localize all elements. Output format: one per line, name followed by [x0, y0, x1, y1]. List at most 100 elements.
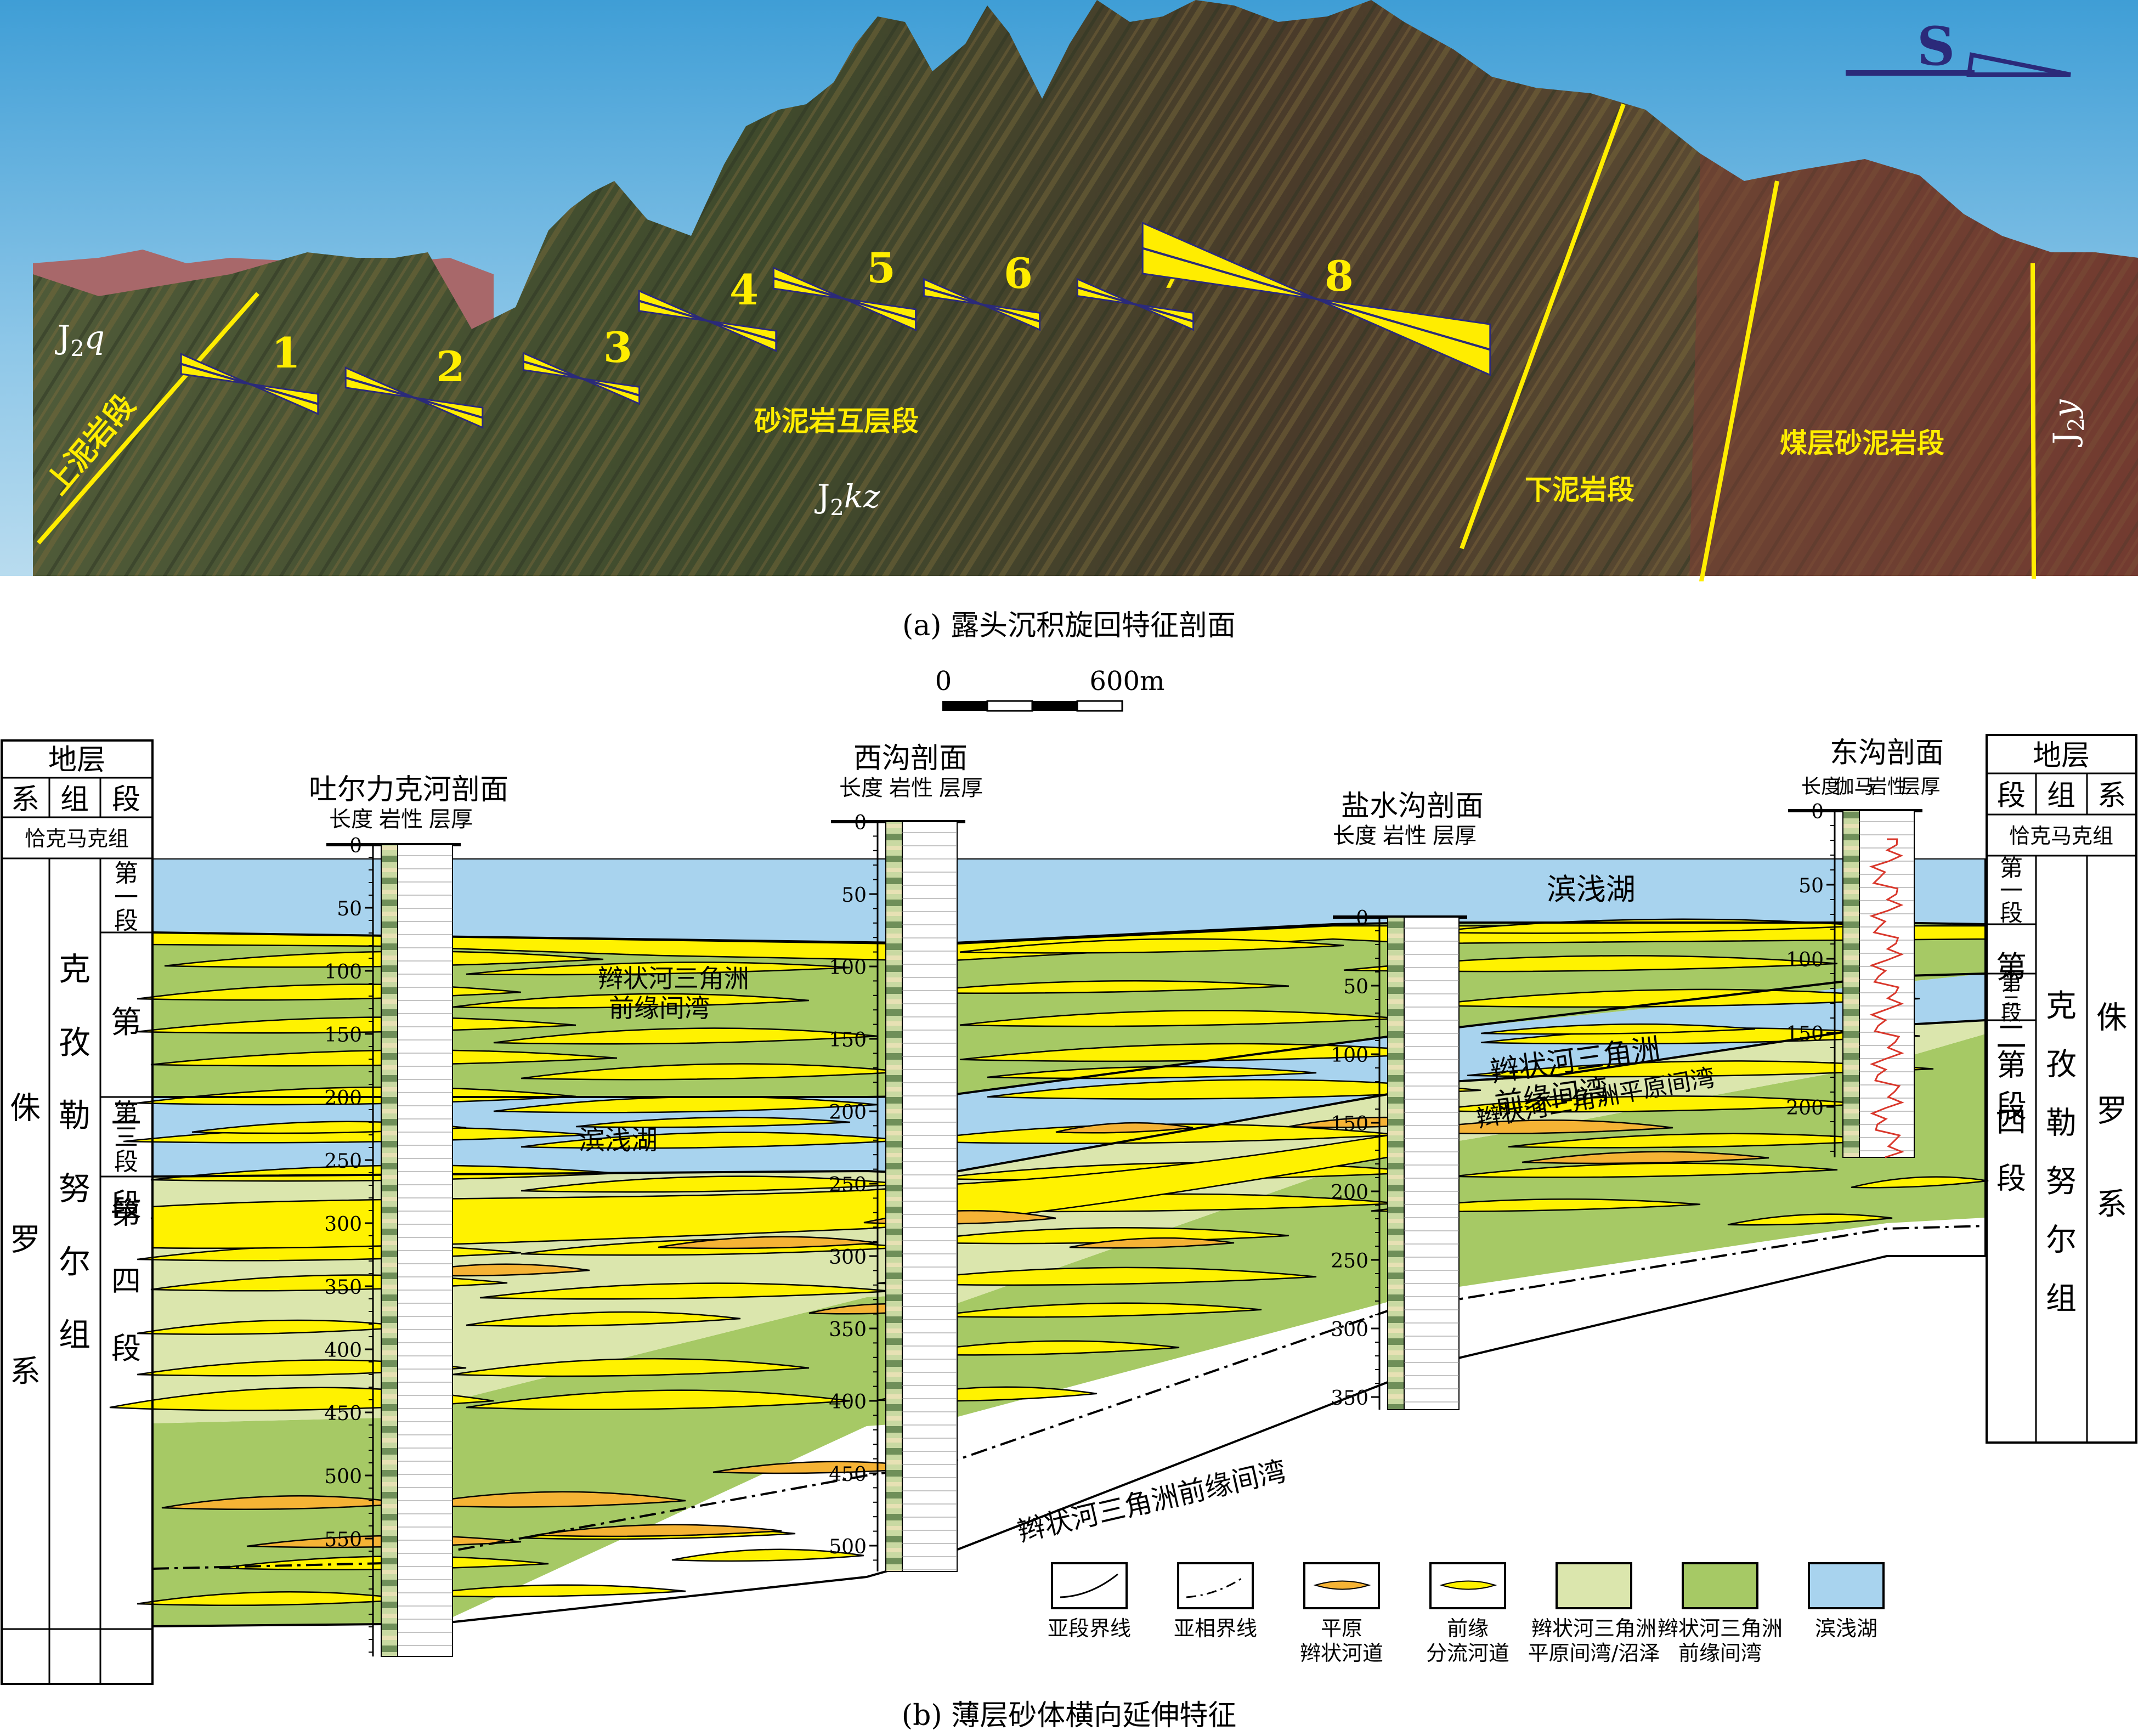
column-header: 长度 — [329, 807, 373, 832]
sand-body — [479, 1282, 892, 1300]
depth-tick-label: 200 — [1331, 1181, 1368, 1204]
vertical-label: 组 — [2046, 1281, 2077, 1316]
unit-label-lower-mudstone: 下泥岩段 — [1525, 474, 1634, 506]
depth-tick-label: 200 — [324, 1087, 362, 1110]
cycle-marker-icon — [844, 298, 917, 331]
vertical-label: 系 — [10, 1354, 41, 1390]
vertical-label: 四 — [1996, 1105, 2026, 1139]
vertical-label: 组 — [59, 1316, 91, 1354]
sand-body — [521, 1239, 906, 1256]
sand-body — [493, 1096, 878, 1113]
depth-tick-label: 150 — [324, 1024, 362, 1047]
sand-body — [808, 1303, 947, 1315]
sand-body — [246, 1535, 522, 1548]
vertical-label: 系 — [2096, 1187, 2127, 1223]
legend-swatch — [1429, 1562, 1506, 1609]
facies-label-shore-lake: 滨浅湖 — [579, 1125, 658, 1156]
strat-formation-top: 恰克马克组 — [2009, 824, 2113, 848]
vertical-label: 侏 — [2096, 1000, 2127, 1036]
depth-tick-label: 450 — [829, 1463, 867, 1486]
legend-label: 滨浅湖 — [1815, 1616, 1877, 1641]
depth-tick-label: 0 — [1811, 801, 1824, 823]
facies-front-bay-main — [152, 924, 1986, 1097]
facies-shore-lake-lower — [152, 974, 1986, 1177]
vertical-label: 第 — [2000, 855, 2023, 881]
figure-caption-a: (a) 露头沉积旋回特征剖面 — [902, 609, 1236, 642]
vertical-label: 第 — [1996, 1048, 2026, 1083]
depth-tick-label: 200 — [1786, 1097, 1824, 1119]
sand-body — [534, 1524, 782, 1537]
column-header: 伽马 — [1834, 776, 1874, 798]
column-header: 长度 — [839, 776, 883, 801]
depth-tick-label: 0 — [854, 812, 867, 834]
sand-body — [521, 1175, 906, 1193]
depth-tick-label: 500 — [324, 1466, 362, 1488]
sand-body — [712, 1461, 933, 1474]
formation-label-center: J2kz — [815, 478, 880, 521]
sand-body — [411, 1491, 686, 1508]
submember-boundary-line — [152, 921, 1986, 945]
vertical-label: 努 — [2046, 1164, 2077, 1200]
sand-body — [1426, 918, 1865, 934]
sand-body — [987, 1066, 1317, 1079]
sand-body — [1480, 1027, 1920, 1045]
cycle-number: 3 — [603, 323, 632, 372]
facies-shore-lake-upper — [152, 858, 1986, 943]
sand-body — [1727, 1213, 1893, 1226]
depth-tick-label: 50 — [841, 884, 867, 907]
scale-end: 600m — [1089, 666, 1164, 697]
depth-tick-label: 300 — [324, 1213, 362, 1236]
vertical-label: 第 — [1996, 950, 2027, 986]
boundary-line — [36, 292, 260, 545]
strat-header: 段 — [112, 783, 140, 816]
vertical-label: 第 — [2001, 971, 2022, 995]
cycle-marker-icon — [772, 267, 845, 300]
facies-front-bay-main2 — [152, 923, 1986, 1097]
vertical-label: 段 — [1996, 1161, 2026, 1196]
column-header: 层厚 — [429, 807, 473, 832]
depth-tick-label: 100 — [1786, 949, 1824, 971]
depth-tick-label: 450 — [324, 1403, 362, 1425]
sand-body — [493, 1027, 878, 1045]
sand-body — [466, 1211, 851, 1229]
facies-front-bay-upper — [152, 942, 867, 943]
sand-body — [109, 1387, 494, 1411]
facies-label-front-bay: 辫状河三角洲前缘间湾 — [1488, 1032, 1667, 1121]
vertical-label: 勒 — [59, 1097, 91, 1134]
submember-boundary-line — [152, 972, 1986, 1098]
boundary-line — [2030, 263, 2036, 579]
depth-tick-label: 200 — [829, 1101, 867, 1124]
legend-label: 前缘 — [1447, 1616, 1489, 1641]
cycle-marker-icon — [581, 377, 641, 405]
depth-tick-label: 0 — [349, 835, 362, 857]
boundary-line — [1460, 103, 1626, 550]
vertical-label: 二 — [1996, 1020, 2027, 1055]
sand-body — [150, 1274, 508, 1292]
sand-body — [987, 1079, 1481, 1100]
vertical-label: 段 — [1996, 1089, 2027, 1124]
sand-body — [1371, 1198, 1701, 1213]
sand-body — [150, 1164, 618, 1182]
formation-label-right: J2y — [2046, 399, 2089, 447]
column-header: 层厚 — [939, 776, 983, 801]
sand-body — [1288, 1116, 1454, 1128]
column-title: 吐尔力克河剖面 — [309, 773, 508, 806]
boundary-line — [1699, 180, 1779, 581]
thickness-column — [1859, 810, 1915, 1158]
sand-body — [904, 1340, 1180, 1356]
depth-tick-label: 300 — [829, 1246, 867, 1269]
strat-table-right — [1986, 734, 2137, 1444]
column-header: 岩性 — [379, 807, 423, 832]
sand-body — [959, 1043, 1454, 1062]
vertical-label: 段 — [114, 1148, 138, 1176]
sand-body — [137, 1591, 412, 1607]
legend-label: 辫状河道 — [1300, 1641, 1383, 1665]
depth-tick-label: 150 — [1786, 1023, 1824, 1045]
depth-tick-label: 100 — [324, 961, 362, 983]
strat-formation-top: 恰克马克组 — [25, 827, 129, 851]
column-header: 岩性 — [889, 776, 933, 801]
sand-body — [863, 1210, 1056, 1225]
legend-label: 平原间湾/沼泽 — [1528, 1641, 1660, 1665]
sand-body — [150, 1049, 618, 1067]
vertical-label: 一 — [2000, 877, 2023, 904]
